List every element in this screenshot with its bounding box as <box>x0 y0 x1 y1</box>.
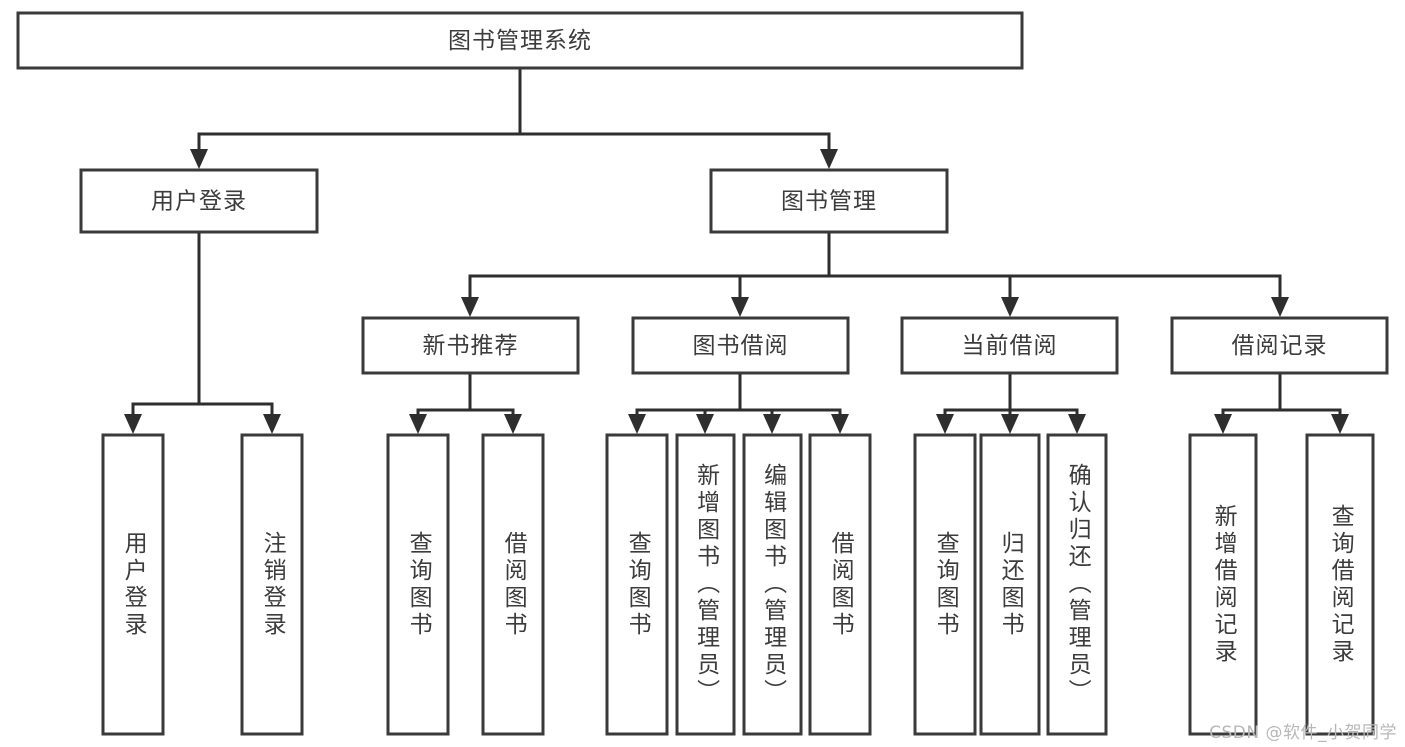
node-leaf-box-8[interactable] <box>913 433 977 736</box>
arrow-head-icon <box>263 414 281 434</box>
node-leaf-box-2[interactable] <box>386 433 450 736</box>
node-boxes-layer <box>16 11 1389 736</box>
node-level2-label-0: 新书推荐 <box>423 333 519 359</box>
csdn-watermark: CSDN @软件_小贺同学 <box>1209 723 1397 743</box>
node-leaf-box-11[interactable] <box>1188 433 1258 736</box>
arrow-head-icon <box>1271 297 1289 317</box>
node-level1-label-0: 用户登录 <box>151 189 247 215</box>
node-leaf-box-3[interactable] <box>481 433 545 736</box>
node-leaf-box-4[interactable] <box>605 433 669 736</box>
arrow-head-icon <box>936 414 954 434</box>
arrow-head-icon <box>763 414 781 434</box>
arrow-head-icon <box>124 414 142 434</box>
node-leaf-box-7[interactable] <box>808 433 872 736</box>
node-leaf-box-10[interactable] <box>1046 433 1108 736</box>
node-root-label: 图书管理系统 <box>448 28 592 54</box>
arrow-head-icon <box>628 414 646 434</box>
node-leaf-box-1[interactable] <box>240 433 304 736</box>
arrow-head-icon <box>504 414 522 434</box>
arrow-head-icon <box>1068 414 1086 434</box>
node-leaf-box-5[interactable] <box>675 433 736 736</box>
arrow-head-icon <box>409 414 427 434</box>
arrow-head-icon <box>696 414 714 434</box>
node-leaf-box-6[interactable] <box>742 433 803 736</box>
node-level2-label-3: 借阅记录 <box>1232 333 1328 359</box>
arrow-head-icon <box>820 149 838 169</box>
node-level2-box-3[interactable] <box>1170 316 1389 375</box>
node-leaf-box-12[interactable] <box>1305 433 1375 736</box>
node-level2-box-0[interactable] <box>361 316 580 375</box>
connector-lines-layer <box>124 66 1349 434</box>
node-root-box[interactable] <box>16 11 1024 70</box>
arrow-head-icon <box>461 297 479 317</box>
node-level1-box-1[interactable] <box>709 168 949 234</box>
node-level2-box-2[interactable] <box>900 316 1119 375</box>
arrow-head-icon <box>190 149 208 169</box>
arrow-head-icon <box>1001 414 1019 434</box>
node-level2-label-2: 当前借阅 <box>962 333 1058 359</box>
node-level1-box-0[interactable] <box>79 168 319 234</box>
arrow-head-icon <box>1331 414 1349 434</box>
node-leaf-box-0[interactable] <box>101 433 165 736</box>
node-level1-label-1: 图书管理 <box>781 189 877 215</box>
arrow-head-icon <box>731 297 749 317</box>
node-leaf-box-9[interactable] <box>979 433 1041 736</box>
arrow-head-icon <box>831 414 849 434</box>
node-level2-box-1[interactable] <box>631 316 850 375</box>
arrow-head-icon <box>1001 297 1019 317</box>
node-level2-label-1: 图书借阅 <box>693 333 789 359</box>
arrow-head-icon <box>1214 414 1232 434</box>
